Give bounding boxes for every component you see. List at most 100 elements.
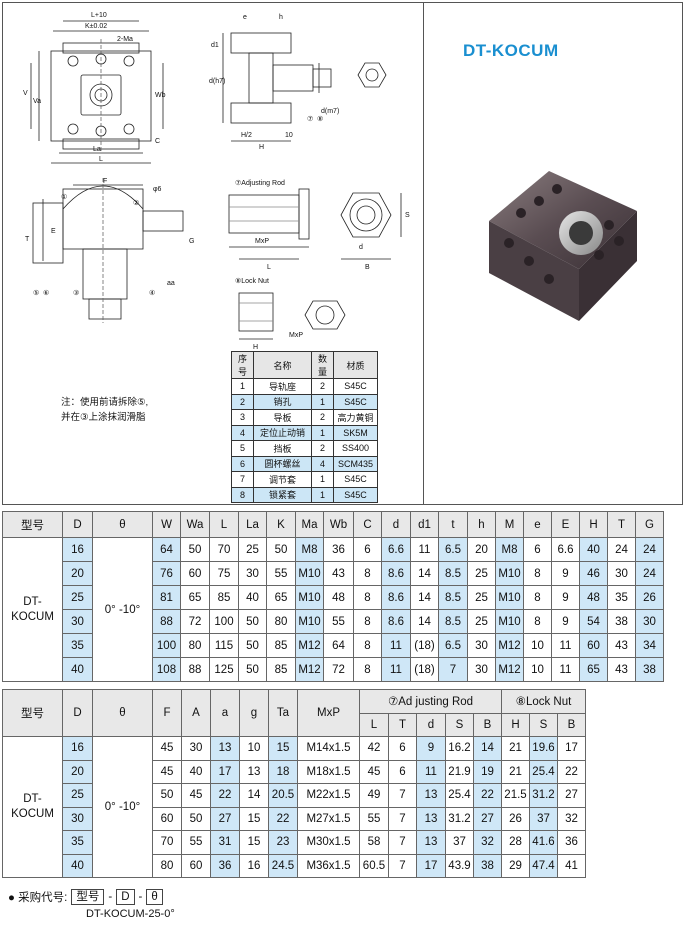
adjusting-rod-view (228, 194, 300, 234)
spec2-group-nut: ⑧Lock Nut (501, 689, 586, 714)
parts-cell: 圆杯螺丝 (253, 455, 312, 472)
spec1-cell: 8.5 (438, 609, 468, 634)
spec1-cell: 72 (323, 657, 354, 682)
spec2-cell: 31 (210, 830, 240, 855)
spec1-cell: 64 (323, 633, 354, 658)
parts-cell: 1 (311, 424, 334, 441)
spec1-cell: 24 (635, 561, 664, 586)
spec2-cell: 7 (388, 806, 417, 831)
spec2-cell: 13 (416, 806, 446, 831)
parts-cell: 导轨座 (253, 378, 312, 395)
spec1-cell: 9 (551, 609, 580, 634)
spec2-cell: 42 (359, 736, 389, 761)
spec1-cell: 6.6 (551, 537, 580, 562)
spec1-cell: 16 (62, 537, 93, 562)
spec1-header: Wa (180, 511, 210, 538)
spec2-cell: 7 (388, 783, 417, 808)
spec2-cell: 21 (501, 736, 530, 761)
spec2-subheader: T (388, 712, 417, 737)
spec1-cell: 50 (238, 609, 267, 634)
spec2-subheader: H (501, 712, 530, 737)
dim-L: L (99, 156, 103, 163)
spec2-cell: 40 (181, 759, 211, 784)
spec2-cell: 16 (239, 853, 269, 878)
spec1-cell: M12 (495, 657, 524, 682)
side-view-top-rail (230, 32, 292, 54)
spec2-subheader: B (557, 712, 586, 737)
order-box-d: D (116, 889, 135, 905)
spec2-cell: 45 (181, 783, 211, 808)
parts-cell: 导板 (253, 409, 312, 426)
spec2-cell: 7 (388, 853, 417, 878)
spec2-cell: 13 (210, 736, 240, 761)
parts-header: 材质 (333, 351, 378, 379)
spec2-cell: 45 (152, 759, 182, 784)
model-line: DT- (23, 793, 42, 805)
spec2-cell: 16.2 (445, 736, 474, 761)
spec1-cell: 80 (180, 633, 210, 658)
spec2-cell: 25.4 (529, 759, 558, 784)
spec2-cell: 60 (181, 853, 211, 878)
spec2-cell: 27 (210, 806, 240, 831)
spec2-cell: 41 (557, 853, 586, 878)
spec2-cell: 32 (557, 806, 586, 831)
spec1-cell: 8 (353, 633, 382, 658)
spec1-cell: 81 (152, 585, 181, 610)
parts-cell: 2 (311, 378, 334, 395)
parts-header: 序号 (231, 351, 254, 379)
spec1-cell: 60 (579, 633, 608, 658)
parts-cell: 2 (311, 409, 334, 426)
spec2-cell: 55 (359, 806, 389, 831)
usage-note: 注：使用前请拆除⑤, 并在③上涂抹润滑脂 (61, 395, 148, 425)
parts-cell: 4 (311, 455, 334, 472)
spec1-cell: 8 (353, 609, 382, 634)
spec2-cell: 6 (388, 759, 417, 784)
parts-cell: 5 (231, 440, 254, 457)
technical-drawing: L+10 K±0.02 2-Ma V Va Wb La L C e h d1 d… (3, 3, 423, 504)
parts-cell: SK5M (333, 424, 378, 441)
spec2-cell: M18x1.5 (297, 759, 360, 784)
dim-G: G (189, 238, 194, 245)
lock-nut-view (238, 292, 274, 332)
spec2-cell: 15 (239, 830, 269, 855)
spec1-cell: 8 (353, 561, 382, 586)
spec1-cell: 25 (467, 585, 496, 610)
spec2-cell: 14 (239, 783, 269, 808)
spec2-cell: 45 (152, 736, 182, 761)
usage-note-line1: 注：使用前请拆除⑤, (61, 397, 149, 408)
dim-2Ma: 2-Ma (117, 36, 133, 43)
spec1-cell: 100 (152, 633, 181, 658)
spec1-cell: 50 (180, 537, 210, 562)
spec1-cell: 43 (607, 657, 636, 682)
dim-dm7: d(m7) (321, 108, 339, 115)
spec2-cell: 55 (181, 830, 211, 855)
spec1-header: D (62, 511, 93, 538)
dim-h: h (279, 14, 283, 21)
spec1-cell: 64 (152, 537, 181, 562)
spec1-cell: 7 (438, 657, 468, 682)
spec2-cell: 17 (557, 736, 586, 761)
spec1-cell: 6.6 (381, 537, 411, 562)
parts-cell: 6 (231, 455, 254, 472)
spec1-cell: 8.6 (381, 585, 411, 610)
spec1-cell: 88 (152, 609, 181, 634)
parts-cell: 2 (311, 440, 334, 457)
spec2-cell: 17 (416, 853, 446, 878)
spec1-cell: (18) (410, 633, 439, 658)
spec1-cell: M10 (495, 609, 524, 634)
callout-2: ② (133, 199, 139, 207)
spec2-cell: 15 (239, 806, 269, 831)
dim-H: H (259, 144, 264, 151)
spec1-cell: 30 (607, 561, 636, 586)
model-line: DT- (23, 595, 42, 608)
spec1-cell: M10 (495, 585, 524, 610)
dim-Wb: Wb (155, 92, 166, 99)
spec2-cell: 17 (210, 759, 240, 784)
dim-C: C (155, 138, 160, 145)
spec2-cell: 13 (416, 830, 446, 855)
parts-cell: 1 (311, 486, 334, 503)
